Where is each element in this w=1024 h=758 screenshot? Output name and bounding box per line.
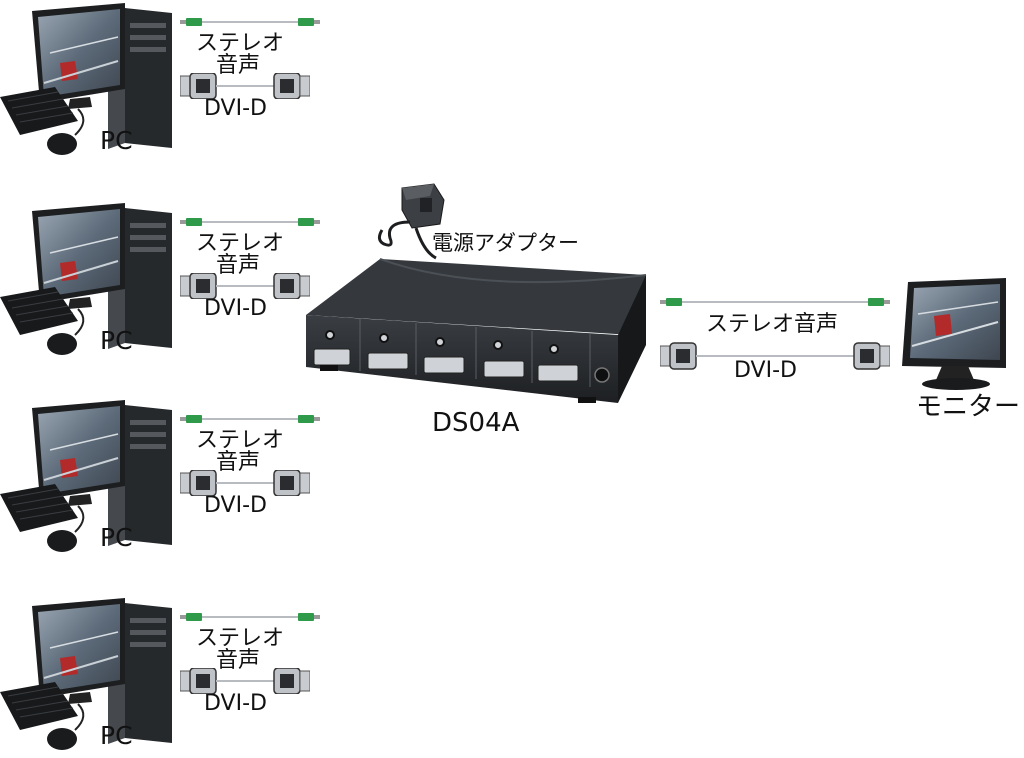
audio-cable-icon xyxy=(180,216,320,228)
adapter-label: 電源アダプター xyxy=(432,231,579,255)
dvi-label: DVI-D xyxy=(204,691,267,716)
audio-label: ステレオ音声 xyxy=(196,428,285,475)
audio-label: ステレオ音声 xyxy=(196,231,285,278)
out-dvi-cable-icon xyxy=(660,342,890,370)
ds04a-device-icon xyxy=(306,258,647,403)
pc-group-3: ステレオ音声 DVI-D PC xyxy=(0,400,320,560)
pc-label: PC xyxy=(100,721,133,750)
pc-group-1: ステレオ音声 DVI-D PC xyxy=(0,3,320,163)
monitor-label: モニター xyxy=(916,392,1021,422)
out-dvi-label: DVI-D xyxy=(734,358,797,383)
power-adapter-icon xyxy=(377,183,445,260)
audio-label: ステレオ音声 xyxy=(196,31,285,78)
pc-icon xyxy=(0,203,180,358)
dvi-label: DVI-D xyxy=(204,493,267,518)
dvi-label: DVI-D xyxy=(204,296,267,321)
out-audio-label: ステレオ音声 xyxy=(706,312,839,337)
audio-cable-icon xyxy=(180,413,320,425)
pc-icon xyxy=(0,3,180,158)
audio-label: ステレオ音声 xyxy=(196,626,285,673)
out-audio-cable-icon xyxy=(660,298,890,306)
pc-label: PC xyxy=(100,523,133,552)
pc-icon xyxy=(0,400,180,555)
pc-label: PC xyxy=(100,326,133,355)
audio-cable-icon xyxy=(180,16,320,28)
pc-group-2: ステレオ音声 DVI-D PC xyxy=(0,203,320,363)
dvi-label: DVI-D xyxy=(204,96,267,121)
device-label: DS04A xyxy=(432,408,520,438)
monitor-icon xyxy=(902,278,1006,390)
pc-icon xyxy=(0,598,180,753)
pc-group-4: ステレオ音声 DVI-D PC xyxy=(0,598,320,758)
pc-label: PC xyxy=(100,126,133,155)
audio-cable-icon xyxy=(180,611,320,623)
